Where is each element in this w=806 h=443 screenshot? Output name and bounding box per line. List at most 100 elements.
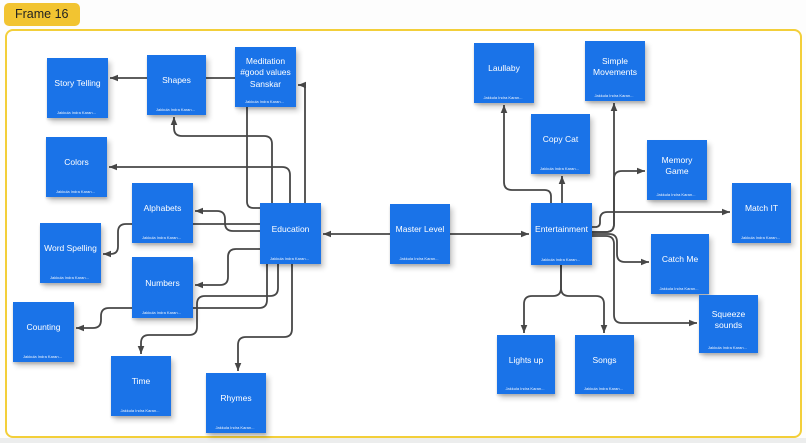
note-attribution: Jakkula Indra Karan... [540,166,579,171]
connector-education-alphabets[interactable] [195,207,260,232]
arrowhead [110,74,118,82]
arrowhead [195,207,203,215]
connector-entertainment-match-it[interactable] [591,208,730,228]
connector-entertainment-songs[interactable] [560,265,608,333]
note-attribution: Jakkula Indra Karan... [594,93,634,98]
arrowhead [500,105,508,113]
connector-master-level-entertainment[interactable] [450,230,529,238]
note-attribution: Jakkula Indra Karan... [656,192,696,197]
note-title: Counting [26,322,61,333]
note-title: Word Spelling [44,243,97,254]
connector-master-level-education[interactable] [323,230,390,238]
note-attribution: Jakkula Indra Karan... [741,235,780,240]
arrowhead [109,163,117,171]
arrowhead [610,103,618,111]
connector-education-time[interactable] [137,264,279,354]
note-match-it[interactable]: Match IT Jakkula Indra Karan... [732,183,791,243]
connector-education-numbers[interactable] [195,248,260,289]
note-lights-up[interactable]: Lights up Jakkula Indra Karan... [497,335,555,394]
note-attribution: Jakkula Indra Karan... [215,425,255,430]
arrowhead [600,325,608,333]
note-attribution: Jakkula Indra Karan... [23,354,62,359]
connector-entertainment-lights-up[interactable] [520,265,562,333]
note-attribution: Jakkula Indra Karan... [142,235,181,240]
note-attribution: Jakkula Indra Karan... [505,386,545,391]
note-attribution: Jakkula Indra Karan... [399,256,439,261]
note-title: Alphabets [143,203,182,214]
note-catch-me[interactable]: Catch Me Jakkula Indra Karan... [651,234,709,294]
note-title: Rhymes [220,393,252,404]
arrowhead [689,319,697,327]
note-attribution: Jakkula Indra Karan... [50,275,89,280]
connector-education-counting[interactable] [76,264,268,332]
arrowhead [137,346,145,354]
note-title: Match IT [744,203,779,214]
note-attribution: Jakkula Indra Karan... [245,99,284,104]
note-attribution: Jakkula Indra Karan... [270,256,309,261]
page-edge [0,438,806,443]
arrowhead [637,167,645,175]
connector-education-word-spelling[interactable] [103,223,260,258]
connector-education-colors[interactable] [109,163,291,203]
connector-entertainment-squeeze-sounds[interactable] [591,235,697,327]
arrowhead [298,81,306,89]
arrowhead [76,324,84,332]
arrowhead [520,325,528,333]
note-title: Time [131,376,151,387]
connector-entertainment-catch-me[interactable] [591,233,649,266]
arrowhead [558,176,566,184]
note-attribution: Jakkula Indra Karan... [56,189,95,194]
note-title: Songs [592,354,617,365]
note-title: Catch Me [661,254,699,265]
connector-education-shapes[interactable] [170,117,273,203]
note-title: Story Telling [54,78,101,89]
note-title: Master Level [395,224,445,235]
note-attribution: Jakkula Indra Karan... [483,95,523,100]
arrowhead [103,250,111,258]
note-title: Laullaby [488,63,520,74]
arrowhead [234,363,242,371]
connector-entertainment-memory-game[interactable] [591,167,645,233]
connector-education-rhymes[interactable] [234,264,293,371]
connector-entertainment-copy-cat[interactable] [558,176,566,203]
note-title: Lights up [508,354,544,365]
note-attribution: Jakkula Indra Karan... [708,345,747,350]
connector-education-meditation[interactable] [298,81,306,203]
connector-entertainment-laullaby[interactable] [500,105,552,203]
arrowhead [170,117,178,125]
note-attribution: Jakkula Indra Karan... [659,286,699,291]
arrowhead [722,208,730,216]
note-attribution: Jakkula Indra Karan... [142,310,181,315]
note-title: Shapes [162,75,191,86]
arrowhead [641,258,649,266]
arrowhead [521,230,529,238]
note-attribution: Jakkula Indra Karan... [584,386,623,391]
arrowhead [323,230,331,238]
frame-label[interactable]: Frame 16 [4,3,80,26]
arrowhead [195,281,203,289]
